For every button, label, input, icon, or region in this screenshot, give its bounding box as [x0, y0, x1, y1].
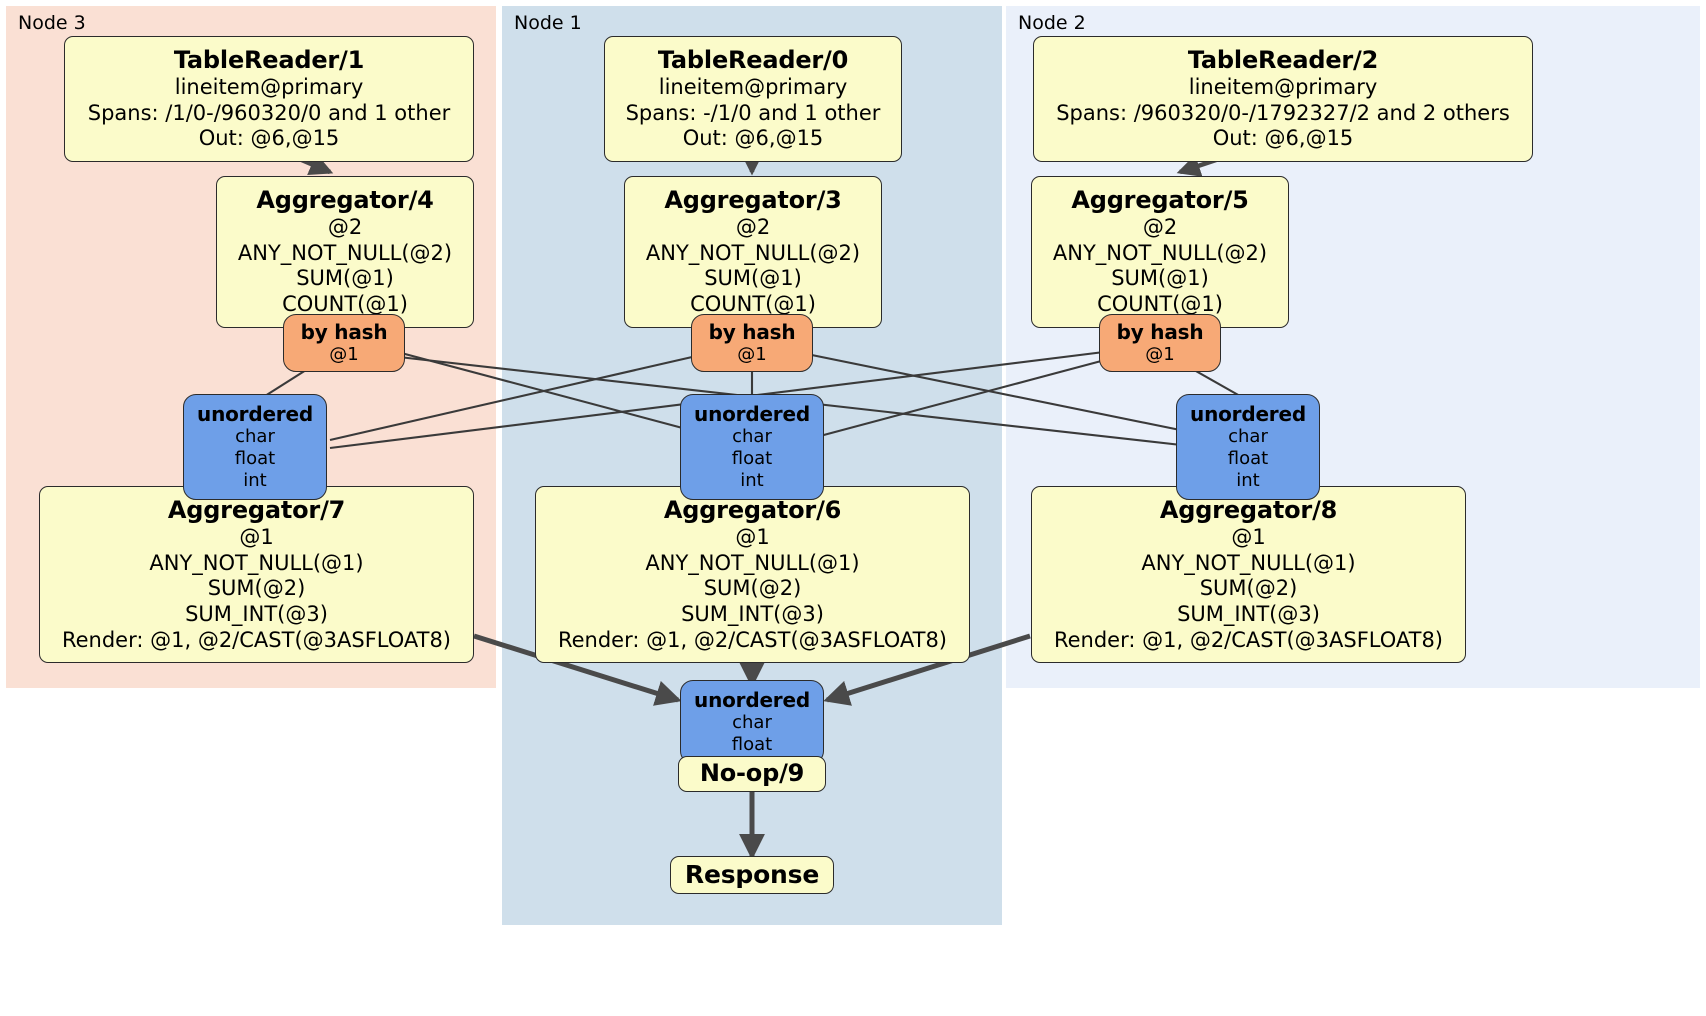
processor-aggregator-5[interactable]: Aggregator/5 @2 ANY_NOT_NULL(@2) SUM(@1)…: [1031, 176, 1289, 328]
node-detail: float: [731, 448, 773, 470]
node-detail: int: [243, 470, 267, 492]
node-detail: Spans: /960320/0-/1792327/2 and 2 others: [1056, 100, 1510, 125]
node-title: Aggregator/3: [664, 186, 842, 214]
node-detail: Spans: /1/0-/960320/0 and 1 other: [87, 100, 451, 125]
processor-aggregator-4[interactable]: Aggregator/4 @2 ANY_NOT_NULL(@2) SUM(@1)…: [216, 176, 474, 328]
node-detail: lineitem@primary: [658, 75, 848, 100]
processor-aggregator-8[interactable]: Aggregator/8 @1 ANY_NOT_NULL(@1) SUM(@2)…: [1031, 486, 1466, 664]
processor-aggregator-3[interactable]: Aggregator/3 @2 ANY_NOT_NULL(@2) SUM(@1)…: [624, 176, 882, 328]
node-detail: @2: [735, 215, 771, 240]
node-detail: SUM_INT(@3): [185, 602, 328, 627]
node-title: by hash: [300, 320, 388, 344]
node-title: TableReader/0: [657, 46, 849, 74]
node-detail: char: [732, 426, 772, 448]
node-detail: @1: [735, 525, 770, 550]
node-detail: @2: [327, 215, 363, 240]
node-detail: @2: [1142, 215, 1178, 240]
router-by-hash-left[interactable]: by hash @1: [283, 314, 405, 373]
node-detail: lineitem@primary: [1188, 75, 1378, 100]
node-title: Aggregator/4: [256, 186, 434, 214]
processor-table-reader-0[interactable]: TableReader/0 lineitem@primary Spans: -/…: [604, 36, 902, 163]
node-panel-label: Node 2: [1018, 12, 1086, 34]
node-detail: ANY_NOT_NULL(@2): [237, 240, 453, 265]
node-title: Aggregator/5: [1071, 186, 1249, 214]
node-detail: @1: [737, 344, 767, 366]
node-title: TableReader/1: [173, 46, 365, 74]
node-detail: char: [1228, 426, 1268, 448]
node-detail: char: [732, 712, 772, 734]
node-detail: lineitem@primary: [174, 75, 364, 100]
node-detail: COUNT(@1): [1097, 292, 1223, 317]
processor-table-reader-2[interactable]: TableReader/2 lineitem@primary Spans: /9…: [1033, 36, 1533, 163]
node-detail: char: [235, 426, 275, 448]
node-title: Aggregator/8: [1159, 496, 1338, 524]
node-title: by hash: [708, 320, 796, 344]
node-detail: SUM(@1): [1111, 266, 1209, 291]
node-detail: Spans: -/1/0 and 1 other: [625, 100, 881, 125]
node-detail: @1: [329, 344, 359, 366]
node-detail: SUM(@1): [704, 266, 802, 291]
node-title: No-op/9: [699, 759, 805, 788]
router-by-hash-right[interactable]: by hash @1: [1099, 314, 1221, 373]
node-detail: Out: @6,@15: [682, 126, 824, 151]
node-detail: ANY_NOT_NULL(@1): [149, 550, 364, 575]
node-title: by hash: [1116, 320, 1204, 344]
processor-aggregator-7[interactable]: Aggregator/7 @1 ANY_NOT_NULL(@1) SUM(@2)…: [39, 486, 474, 664]
node-detail: Render: @1, @2/CAST(@3ASFLOAT8): [61, 627, 452, 652]
node-title: Response: [684, 859, 820, 889]
node-title: Aggregator/6: [663, 496, 842, 524]
node-detail: float: [234, 448, 276, 470]
node-detail: float: [1227, 448, 1269, 470]
router-unordered-final[interactable]: unordered char float: [680, 680, 824, 765]
node-detail: ANY_NOT_NULL(@2): [645, 240, 861, 265]
router-unordered-left[interactable]: unordered char float int: [183, 394, 327, 501]
node-detail: Out: @6,@15: [1212, 126, 1354, 151]
node-detail: COUNT(@1): [690, 292, 816, 317]
node-detail: SUM_INT(@3): [1177, 602, 1320, 627]
node-detail: SUM_INT(@3): [681, 602, 824, 627]
node-detail: ANY_NOT_NULL(@2): [1052, 240, 1268, 265]
processor-response[interactable]: Response: [670, 856, 834, 894]
node-title: unordered: [694, 402, 810, 426]
node-detail: Render: @1, @2/CAST(@3ASFLOAT8): [1053, 627, 1444, 652]
router-unordered-right[interactable]: unordered char float int: [1176, 394, 1320, 501]
node-detail: SUM(@1): [296, 266, 394, 291]
node-panel-label: Node 1: [514, 12, 582, 34]
node-detail: SUM(@2): [703, 576, 802, 601]
router-by-hash-center[interactable]: by hash @1: [691, 314, 813, 373]
node-detail: Render: @1, @2/CAST(@3ASFLOAT8): [557, 627, 948, 652]
node-detail: SUM(@2): [1199, 576, 1298, 601]
node-panel-label: Node 3: [18, 12, 86, 34]
node-detail: int: [1236, 470, 1260, 492]
node-detail: ANY_NOT_NULL(@1): [645, 550, 860, 575]
node-detail: COUNT(@1): [282, 292, 408, 317]
node-detail: @1: [1231, 525, 1266, 550]
node-title: unordered: [197, 402, 313, 426]
processor-table-reader-1[interactable]: TableReader/1 lineitem@primary Spans: /1…: [64, 36, 474, 163]
node-title: unordered: [1190, 402, 1306, 426]
processor-aggregator-6[interactable]: Aggregator/6 @1 ANY_NOT_NULL(@1) SUM(@2)…: [535, 486, 970, 664]
node-title: TableReader/2: [1187, 46, 1379, 74]
node-detail: SUM(@2): [207, 576, 306, 601]
node-detail: Out: @6,@15: [198, 126, 340, 151]
node-detail: @1: [1145, 344, 1175, 366]
node-title: unordered: [694, 688, 810, 712]
node-detail: int: [740, 470, 764, 492]
processor-no-op-9[interactable]: No-op/9: [678, 756, 826, 792]
router-unordered-center[interactable]: unordered char float int: [680, 394, 824, 501]
node-title: Aggregator/7: [167, 496, 346, 524]
node-detail: @1: [239, 525, 274, 550]
node-detail: float: [731, 734, 773, 756]
node-detail: ANY_NOT_NULL(@1): [1141, 550, 1356, 575]
